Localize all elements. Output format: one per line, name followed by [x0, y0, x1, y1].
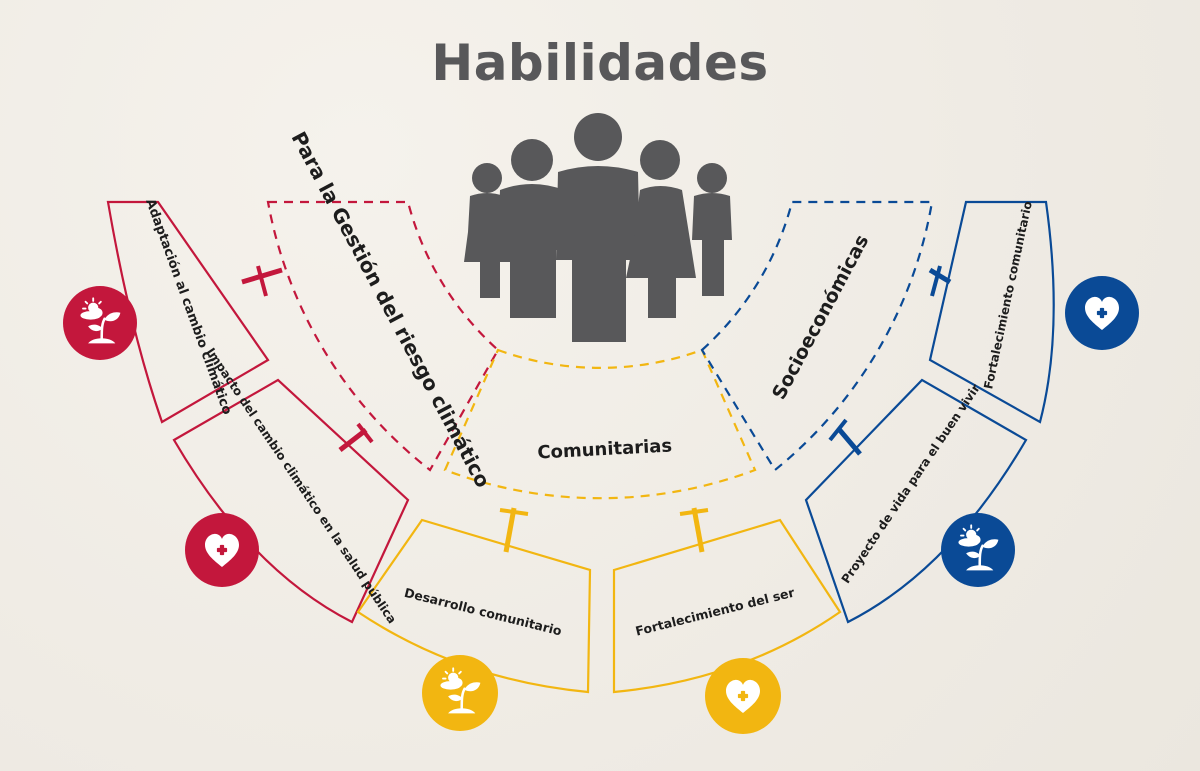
category-comunitarias-label: Comunitarias — [537, 435, 673, 463]
plant-sun-icon — [422, 655, 498, 731]
people-group-icon — [464, 113, 732, 342]
skill-impacto-frame — [172, 378, 410, 624]
skill-proyecto-frame — [804, 378, 1028, 624]
skill-fortalecimiento-com-label: Fortalecimiento comunitario — [981, 200, 1035, 391]
heart-plus-icon — [705, 658, 781, 734]
heart-plus-icon — [185, 513, 259, 587]
skill-adaptacion-label: Adaptación al cambio climático — [142, 197, 234, 417]
plant-sun-icon — [941, 513, 1015, 587]
page-title: Habilidades — [431, 34, 769, 92]
skill-fortalecimiento-com-frame — [928, 200, 1055, 424]
skill-desarrollo-label: Desarrollo comunitario — [403, 585, 564, 639]
skill-fortalecimiento-ser-label: Fortalecimiento del ser — [634, 584, 797, 638]
skill-adaptacion-frame — [106, 200, 270, 424]
category-socioeconomicas-frame — [700, 200, 934, 472]
category-gestion-frame — [266, 200, 500, 472]
heart-plus-icon — [1065, 276, 1139, 350]
category-comunitarias-frame — [443, 348, 757, 500]
category-socioeconomicas-label: Socioeconómicas — [768, 231, 873, 403]
plant-sun-icon — [63, 286, 137, 360]
